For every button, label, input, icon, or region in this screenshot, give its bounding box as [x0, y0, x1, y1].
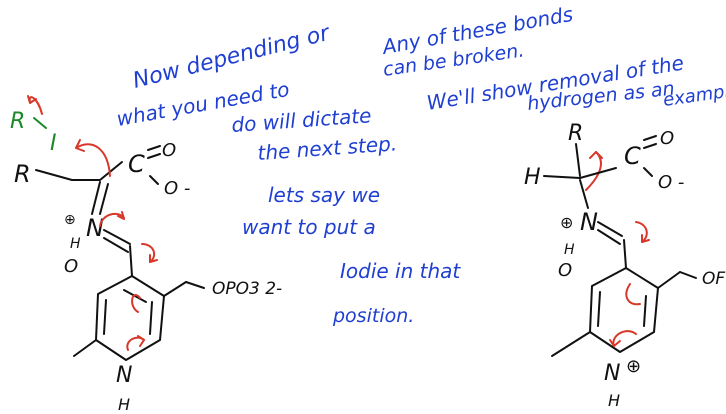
right-arrow-1: [635, 221, 648, 243]
left-bond-n-ch-2: [103, 237, 129, 253]
right-bond-ch-ring: [623, 239, 627, 269]
left-ring-h: H: [118, 395, 130, 414]
left-methyl: [73, 339, 97, 357]
left-h-bond: H: [70, 236, 81, 252]
left-phenoxide-o: O: [64, 256, 78, 277]
left-ch2-bond: [163, 281, 187, 297]
left-arrow-ri-head: [27, 95, 37, 104]
right-bond-h: [543, 175, 581, 179]
right-ch2-o-bond: [679, 271, 697, 279]
left-c-o-double-b: [147, 153, 161, 159]
right-c-o-double-a: [643, 135, 657, 141]
note-line-1: Now depending or: [130, 20, 333, 93]
left-ch2-o-bond: [185, 281, 205, 289]
left-arrow-to-i: [75, 143, 111, 177]
right-arrow-h-head: [589, 151, 603, 159]
left-bond-ch-ring: [129, 245, 133, 277]
left-ring-n: N: [116, 363, 132, 388]
right-c-o-double-b: [643, 143, 657, 149]
note-line-6: want to put a: [242, 215, 376, 239]
left-c-o-single: [149, 175, 159, 185]
note-line-3: do will dictate: [231, 103, 373, 137]
right-phenoxide-o: O: [558, 260, 572, 281]
right-carbonyl-c: C: [624, 142, 641, 170]
left-carbonyl-c: C: [128, 150, 145, 178]
right-h-alpha: H: [524, 165, 541, 190]
left-r-i-bond: [33, 117, 47, 129]
right-h-bond: H: [564, 242, 575, 258]
left-structure: R I R C O O - ⊕ N H O: [10, 95, 282, 414]
left-bond-cn: [91, 181, 101, 215]
right-n-imine: N: [580, 208, 598, 236]
left-c-o-double-a: [147, 145, 161, 151]
note-line-8: position.: [332, 305, 414, 327]
left-o-double: O: [162, 140, 176, 161]
note-line-5: lets say we: [268, 183, 380, 207]
right-structure: R H C O O - ⊕ N H O OF N ⊕ H: [524, 121, 725, 410]
left-ring: [95, 275, 165, 361]
left-arrow-ring-2: [141, 243, 156, 263]
right-bond-c-co: [579, 167, 617, 179]
right-arrow-h: [585, 151, 602, 191]
left-arrow-ring-3: [131, 294, 141, 313]
right-bond-c-n: [579, 179, 589, 209]
left-r-top: R: [10, 109, 25, 134]
note-line-7: Iodie in that: [340, 259, 461, 283]
right-r-top: R: [568, 121, 583, 146]
right-arrow-3-head: [609, 339, 621, 347]
right-ring: [589, 267, 659, 353]
right-bond-n-ch: [597, 221, 623, 237]
right-ring-charge: ⊕: [626, 356, 641, 377]
left-o-minus: O -: [164, 178, 190, 199]
left-n-imine: N: [86, 214, 104, 242]
right-phosphate-partial: OF: [702, 269, 725, 289]
right-ch2-bond: [657, 271, 681, 289]
right-methyl: [551, 331, 591, 357]
right-ring-n: N: [604, 361, 620, 386]
left-phosphate: OPO3 2-: [212, 279, 282, 299]
right-arrow-2: [625, 283, 641, 306]
left-n-plus-charge: ⊕: [64, 212, 76, 228]
right-ring-double-1: [597, 291, 601, 327]
right-ring-double-2: [643, 295, 647, 327]
right-bond-n-ch-2: [597, 229, 621, 245]
left-bond-cn-2: [99, 183, 109, 215]
right-n-plus-charge: ⊕: [560, 213, 573, 232]
right-o-minus: O -: [658, 172, 684, 193]
right-ring-h: H: [608, 391, 620, 410]
left-bond-n-ch: [103, 229, 131, 245]
right-arrow-3: [612, 330, 637, 347]
left-arrow-ring-1-head: [117, 211, 125, 220]
left-arrow-to-i-head: [75, 139, 85, 152]
right-bond-r: [575, 143, 581, 177]
left-ring-double-2: [149, 301, 153, 335]
left-iodine: I: [50, 131, 57, 156]
left-arrow-ring-4-head: [137, 335, 145, 347]
note-line-4: the next step.: [257, 131, 398, 165]
right-arrow-1-head: [641, 234, 650, 243]
left-ring-double-1: [103, 299, 107, 335]
left-r-main: R: [14, 160, 31, 188]
right-o-double: O: [660, 128, 674, 149]
left-arrow-ring-2-head: [149, 254, 158, 263]
right-c-o-single: [643, 167, 653, 177]
left-bonds-chain: [35, 161, 123, 181]
